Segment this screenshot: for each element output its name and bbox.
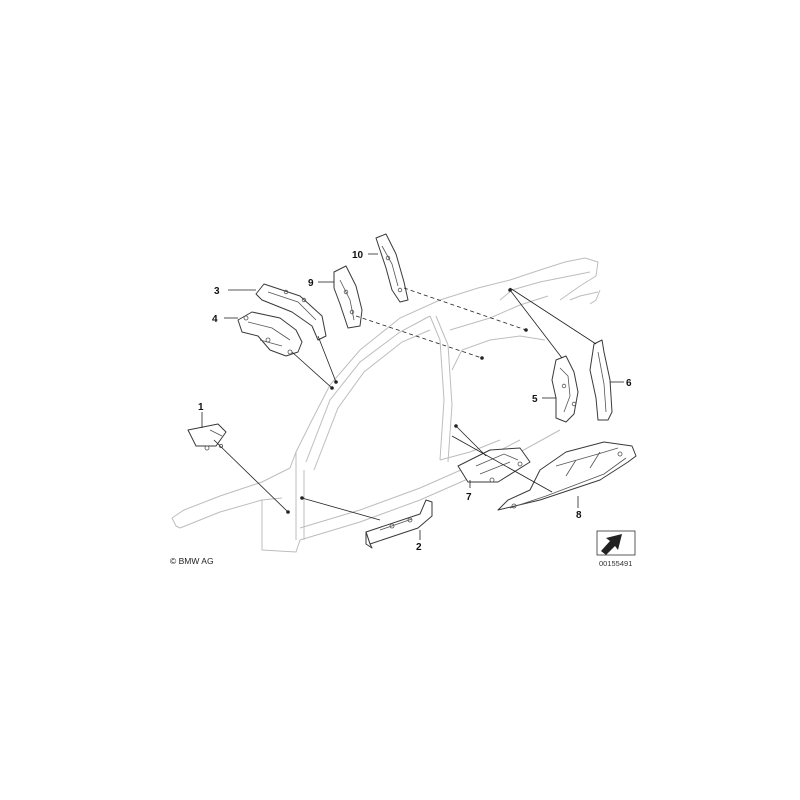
part-2-sill-bracket [365, 499, 433, 549]
document-number: 00155491 [599, 559, 632, 568]
callout-4: 4 [212, 314, 218, 325]
callout-10: 10 [352, 250, 364, 261]
arrow-icon [596, 530, 636, 556]
callout-9: 9 [308, 278, 314, 289]
callout-6: 6 [626, 378, 632, 389]
leader-lines [201, 253, 624, 540]
callout-5: 5 [532, 394, 538, 405]
callout-2: 2 [416, 542, 422, 553]
part-8-sill-reinforcement [497, 441, 637, 511]
callout-numbers: 1 2 3 4 5 6 7 8 9 10 [198, 250, 632, 553]
callout-8: 8 [576, 510, 582, 521]
callout-1: 1 [198, 402, 204, 413]
part-1-bracket [187, 423, 227, 451]
callout-7: 7 [466, 492, 472, 503]
part-7-floor-panel [457, 447, 531, 483]
part-9-b-pillar-bracket [333, 265, 363, 329]
part-6-rear-pillar-trim [589, 339, 613, 421]
part-10-b-pillar-reinforcement [375, 233, 409, 303]
part-4-pillar-bracket [237, 311, 303, 357]
part-5-c-pillar-bracket [551, 355, 579, 423]
part-3-roof-rail-piece [255, 283, 327, 341]
callout-3: 3 [214, 286, 220, 297]
car-body-outline [171, 257, 601, 553]
copyright-text: © BMW AG [170, 556, 214, 566]
